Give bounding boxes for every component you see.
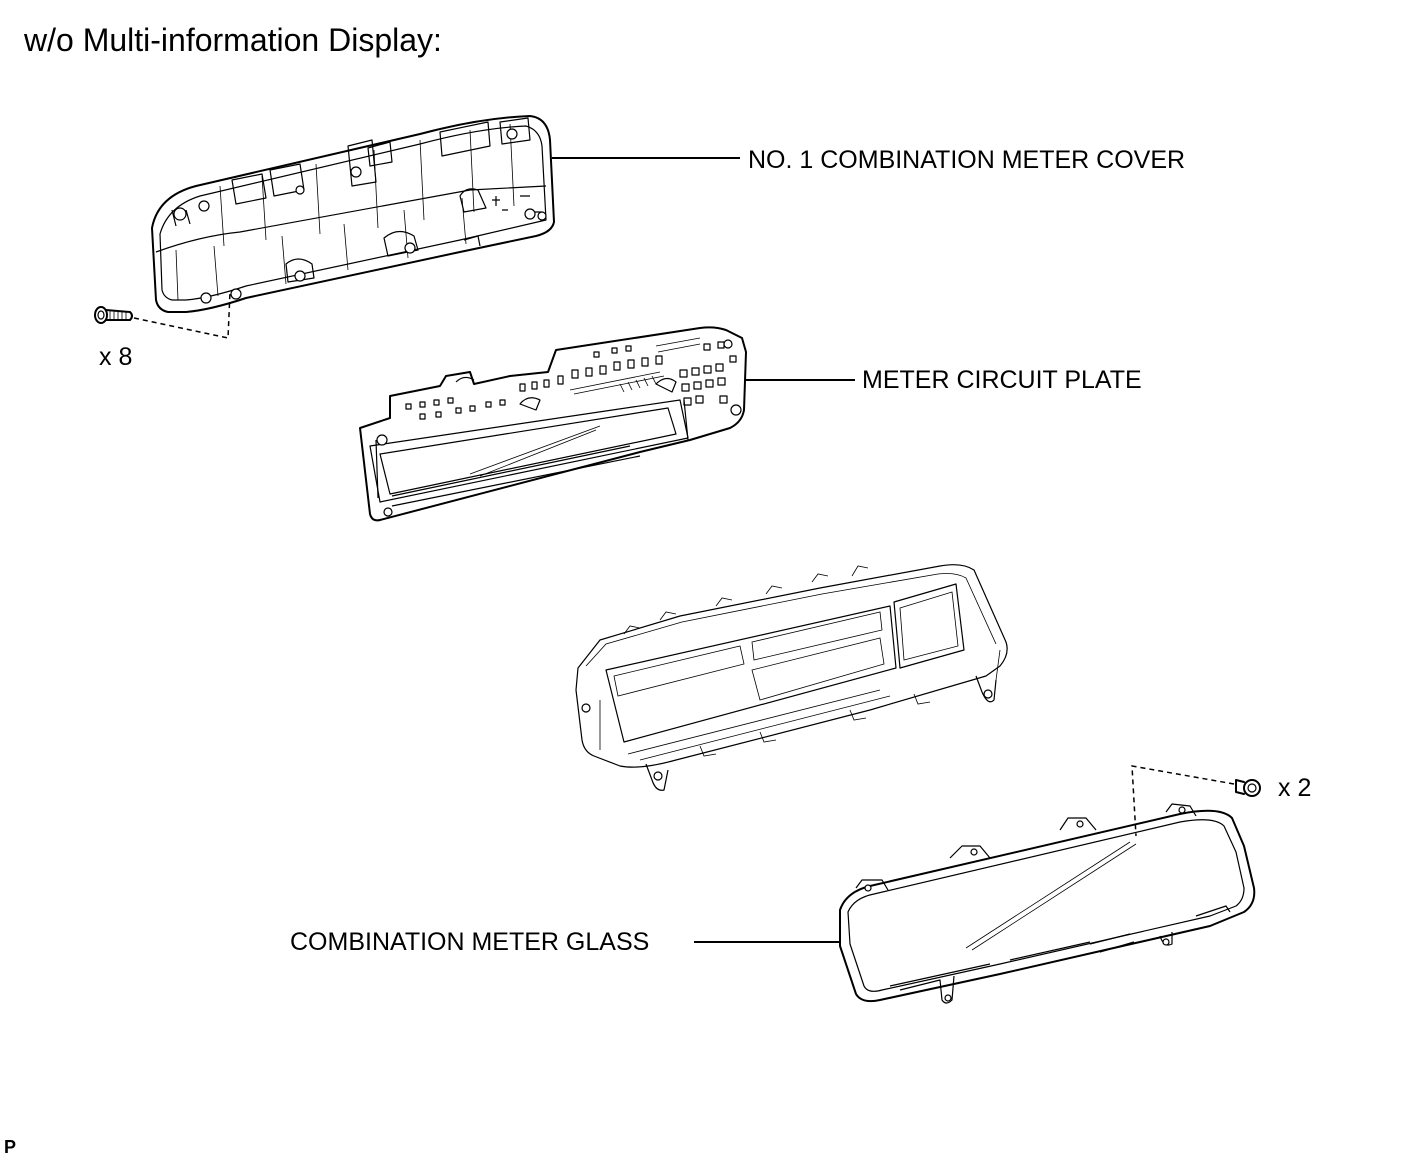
screw-quantity-left: x 8: [99, 343, 133, 371]
screw-left-icon: [94, 306, 133, 324]
screw-right-icon: [1235, 779, 1261, 797]
meter-glass-drawing: [839, 803, 1256, 1004]
figure-code: P: [4, 1137, 17, 1157]
label-meter-glass: COMBINATION METER GLASS: [290, 928, 650, 956]
diagram-heading: w/o Multi-information Display:: [24, 22, 442, 58]
screw-right-guide: [1131, 765, 1235, 837]
circuit-components: [376, 337, 742, 517]
label-circuit-plate: METER CIRCUIT PLATE: [862, 366, 1142, 394]
meter-housing-drawing: [575, 564, 1008, 791]
screw-left-guide: [133, 291, 231, 339]
label-meter-cover: NO. 1 COMBINATION METER COVER: [748, 146, 1186, 174]
meter-cover-drawing: [151, 115, 555, 313]
screw-quantity-right: x 2: [1278, 774, 1312, 802]
circuit-plate-drawing: [359, 326, 747, 522]
